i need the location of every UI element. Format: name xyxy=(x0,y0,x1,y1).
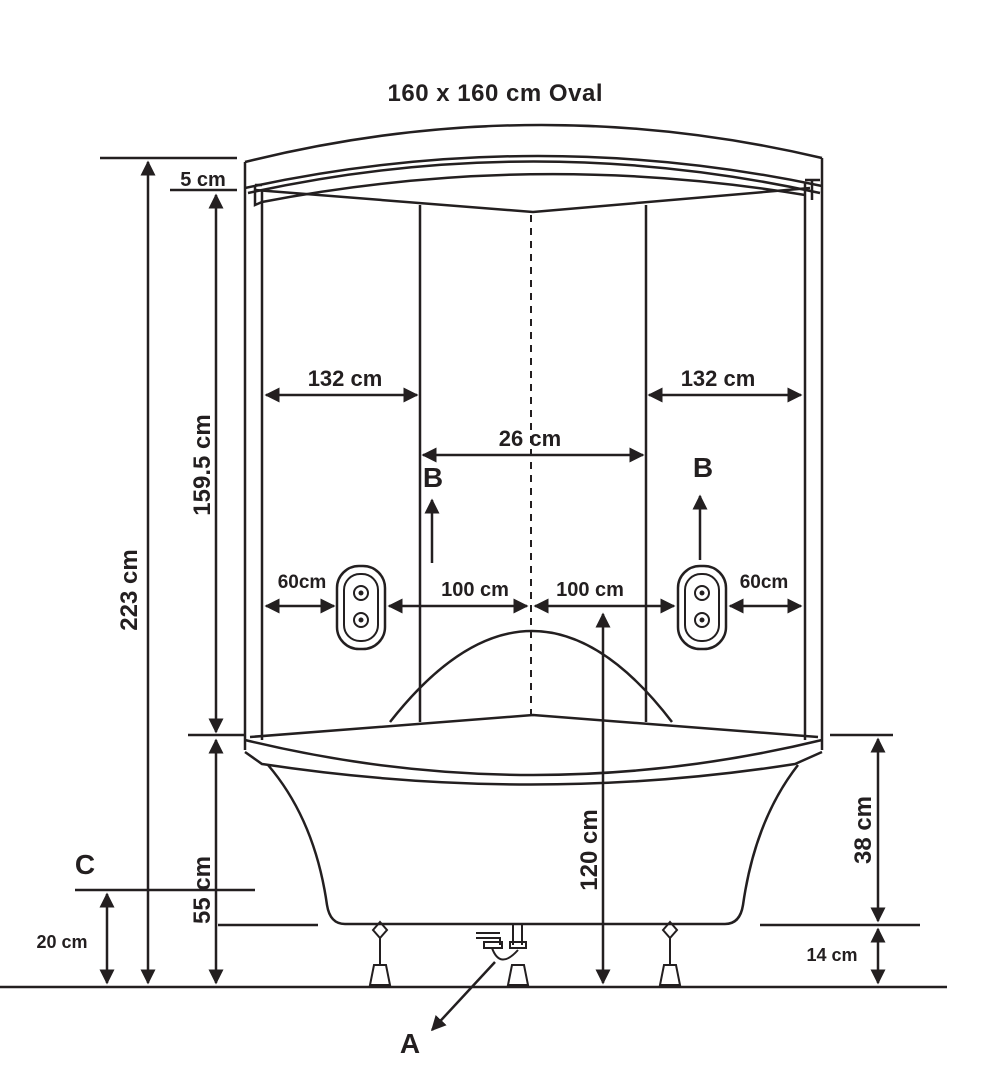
label-tub-body: 38 cm xyxy=(850,796,877,864)
marker-c: C xyxy=(75,849,95,880)
label-cabin-height: 159.5 cm xyxy=(189,414,216,515)
diagram-title: 160 x 160 cm Oval xyxy=(388,80,603,107)
label-legs: 14 cm xyxy=(806,945,857,965)
tub-leg xyxy=(368,920,392,986)
seat-hump xyxy=(389,629,673,723)
label-center-panel: 26 cm xyxy=(499,426,561,451)
tub-leg xyxy=(658,920,682,986)
label-right-jet-offset: 60cm xyxy=(740,572,789,593)
label-top-frame: 5 cm xyxy=(180,169,226,191)
label-right-center: 100 cm xyxy=(556,579,624,601)
label-right-wall: 132 cm xyxy=(681,366,756,391)
label-total-height: 223 cm xyxy=(116,549,143,630)
label-left-center: 100 cm xyxy=(441,579,509,601)
dimension-labels: 223 cm 5 cm 159.5 cm 55 cm 20 cm 132 cm … xyxy=(36,169,877,1059)
label-seat-height: 120 cm xyxy=(576,809,603,890)
jet-panel-right xyxy=(676,564,728,651)
cabin-frame xyxy=(243,123,824,750)
drain-siphon-icon xyxy=(476,925,530,986)
bathtub-body xyxy=(244,738,823,986)
label-drain-height: 20 cm xyxy=(36,932,87,952)
marker-a: A xyxy=(400,1028,420,1059)
marker-b-left: B xyxy=(423,462,443,493)
dimension-arrows xyxy=(99,160,886,1032)
label-left-jet-offset: 60cm xyxy=(278,572,327,593)
marker-b-right: B xyxy=(693,452,713,483)
label-left-wall: 132 cm xyxy=(308,366,383,391)
label-tub-height: 55 cm xyxy=(189,856,216,924)
jet-panel-left xyxy=(335,564,387,651)
